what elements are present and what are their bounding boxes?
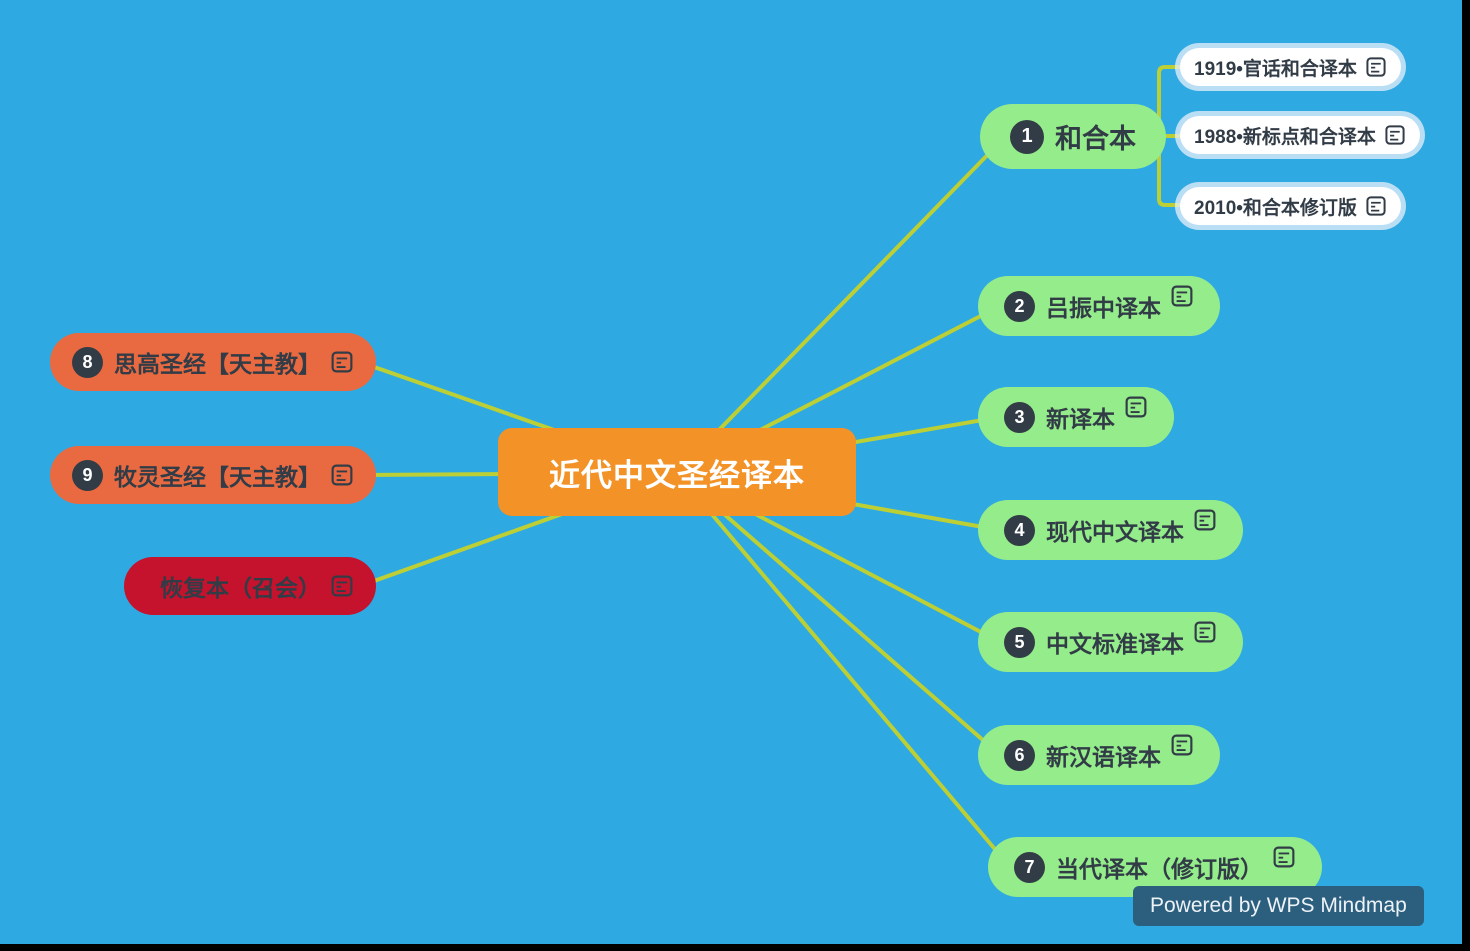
document-icon [1124,395,1148,419]
node-label: 当代译本（修订版） [1056,856,1263,882]
node-label: 恢复本（召会） [160,575,321,601]
node-child-1919-guanhua-heheyiben[interactable]: 1919•官话和合译本 [1180,48,1401,86]
document-icon [330,574,354,598]
node-center-root[interactable]: 近代中文圣经译本 [498,428,856,516]
node-right-4-xiandai-zhongwen[interactable]: 4 现代中文译本 [978,500,1243,560]
node-label: 2010•和合本修订版 [1194,197,1357,219]
number-badge: 2 [1004,290,1035,322]
watermark-label: Powered by WPS Mindmap [1150,894,1407,917]
node-child-1988-xinbiaodian-heheyiben[interactable]: 1988•新标点和合译本 [1180,116,1420,154]
document-icon [1272,845,1296,869]
node-child-2010-heheben-xiudingban[interactable]: 2010•和合本修订版 [1180,187,1401,225]
node-label: 现代中文译本 [1046,519,1184,545]
number-badge: 3 [1004,401,1035,433]
document-icon [330,350,354,374]
root-title: 近代中文圣经译本 [549,457,805,493]
document-icon [1193,620,1217,644]
node-label: 新译本 [1046,406,1115,432]
number-badge: 9 [72,459,103,491]
document-icon [1170,733,1194,757]
number-badge: 6 [1004,739,1035,771]
node-label: 牧灵圣经【天主教】 [114,464,321,490]
node-label: 1919•官话和合译本 [1194,58,1357,80]
document-icon [1365,56,1387,78]
document-icon [1193,508,1217,532]
node-right-1-heheben[interactable]: 1 和合本 [980,104,1166,169]
document-icon [330,463,354,487]
node-label: 中文标准译本 [1046,631,1184,657]
number-badge: 7 [1014,851,1045,883]
document-icon [1365,195,1387,217]
number-badge: 4 [1004,514,1035,546]
node-label: 吕振中译本 [1046,295,1161,321]
node-label: 1988•新标点和合译本 [1194,126,1376,148]
node-label: 新汉语译本 [1046,744,1161,770]
node-left-8-sigao-shengjing[interactable]: 8 思高圣经【天主教】 [50,333,376,391]
number-badge: 5 [1004,626,1035,658]
watermark-badge[interactable]: Powered by WPS Mindmap [1133,886,1424,926]
node-label: 思高圣经【天主教】 [114,351,321,377]
node-right-5-zhongwen-biaozhun[interactable]: 5 中文标准译本 [978,612,1243,672]
number-badge: 1 [1010,119,1044,154]
node-right-6-xinhanyu[interactable]: 6 新汉语译本 [978,725,1220,785]
node-label: 和合本 [1055,124,1136,154]
node-right-2-lvzhenzhong[interactable]: 2 吕振中译本 [978,276,1220,336]
number-badge: 8 [72,346,103,378]
document-icon [1170,284,1194,308]
document-icon [1384,124,1406,146]
node-right-3-xinyiben[interactable]: 3 新译本 [978,387,1174,447]
node-left-9-muling-shengjing[interactable]: 9 牧灵圣经【天主教】 [50,446,376,504]
node-left-huifuben[interactable]: 恢复本（召会） [124,557,376,615]
